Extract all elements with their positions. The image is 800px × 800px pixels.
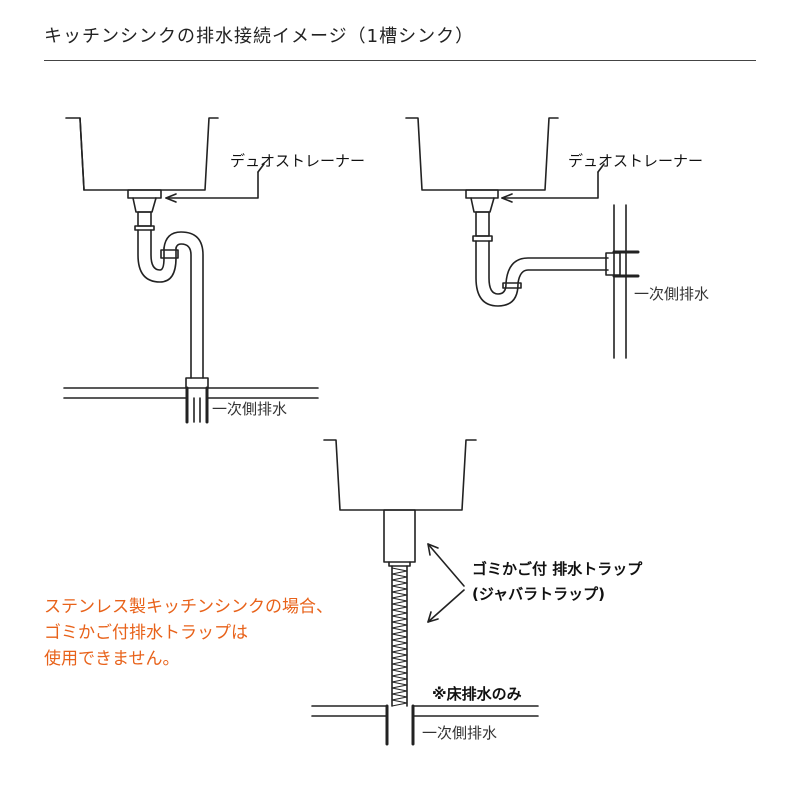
label-strainer-right: デュオストレーナー	[568, 152, 704, 170]
sink-bottom	[323, 439, 477, 511]
wall-right	[612, 204, 640, 359]
stainless-warning: ステンレス製キッチンシンクの場合、 ゴミかご付排水トラップは 使用できません。	[44, 597, 333, 669]
label-trap-type: (ジャバラトラップ)	[472, 585, 605, 603]
trap-body-bottom	[383, 509, 416, 567]
label-drain-right: 一次側排水	[634, 285, 710, 303]
strainer-left-arrow	[165, 163, 265, 203]
label-strainer-left: デュオストレーナー	[230, 152, 366, 170]
floor-left	[63, 386, 319, 424]
label-trap-name: ゴミかご付 排水トラップ	[472, 560, 643, 578]
title-divider	[44, 60, 756, 61]
s-trap-left	[134, 211, 209, 389]
label-floor-only: ※床排水のみ	[432, 685, 522, 703]
page-title: キッチンシンクの排水接続イメージ（1槽シンク）	[44, 26, 475, 47]
sink-left	[65, 117, 219, 191]
label-drain-bottom: 一次側排水	[422, 724, 498, 742]
strainer-right	[465, 189, 499, 213]
p-trap-right	[472, 211, 621, 307]
floor-bottom	[311, 704, 539, 746]
sink-right	[405, 117, 559, 191]
strainer-left	[127, 189, 162, 213]
bellows-hose	[391, 565, 408, 707]
label-drain-left: 一次側排水	[212, 400, 288, 418]
trap-arrows	[427, 543, 465, 623]
strainer-right-arrow	[501, 163, 605, 203]
